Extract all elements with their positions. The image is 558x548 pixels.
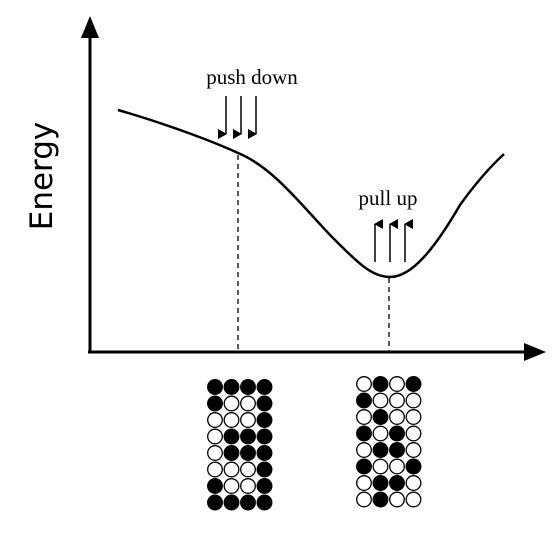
filled-dot: [207, 494, 223, 511]
filled-dot: [256, 461, 273, 478]
empty-dot: [389, 392, 405, 409]
filled-dot: [207, 478, 223, 494]
filled-dot: [405, 458, 422, 475]
empty-dot: [207, 445, 223, 461]
filled-dot: [256, 494, 273, 511]
empty-dot: [240, 395, 256, 412]
empty-dot: [405, 491, 422, 508]
empty-dot: [207, 461, 223, 478]
filled-dot: [372, 491, 389, 508]
filled-dot: [256, 428, 273, 445]
energy-curve: [117, 108, 505, 279]
filled-dot: [372, 376, 389, 392]
empty-dot: [389, 491, 405, 508]
empty-dot: [223, 395, 240, 412]
empty-dot: [240, 412, 256, 428]
y-axis-label: Energy: [24, 122, 60, 231]
filled-dot: [256, 379, 273, 395]
filled-dot: [372, 442, 389, 458]
filled-dot: [240, 494, 256, 511]
filled-dot: [207, 395, 223, 412]
filled-dot: [240, 379, 256, 395]
filled-dot: [389, 425, 405, 442]
empty-dot: [207, 428, 223, 445]
empty-dot: [240, 461, 256, 478]
filled-dot: [256, 412, 273, 428]
empty-dot: [405, 442, 422, 458]
pull-up-label: pull up: [359, 186, 418, 210]
empty-dot: [405, 475, 422, 491]
empty-dot: [207, 412, 223, 428]
filled-dot: [256, 445, 273, 461]
empty-dot: [389, 376, 405, 392]
filled-dot: [223, 494, 240, 511]
filled-dot: [256, 395, 273, 412]
empty-dot: [356, 409, 372, 425]
y-axis-arrowhead: [81, 16, 99, 38]
empty-dot: [405, 392, 422, 409]
filled-dot: [223, 428, 240, 445]
empty-dot: [240, 478, 256, 494]
empty-dot: [356, 491, 372, 508]
empty-dot: [389, 409, 405, 425]
push-down-label: push down: [206, 65, 298, 89]
pull-up-arrows: [374, 219, 413, 262]
filled-dot: [405, 376, 422, 392]
filled-dot: [372, 409, 389, 425]
filled-dot: [223, 445, 240, 461]
pattern-grid-right: [356, 376, 422, 508]
empty-dot: [356, 442, 372, 458]
empty-dot: [356, 376, 372, 392]
filled-dot: [356, 425, 372, 442]
empty-dot: [223, 461, 240, 478]
empty-dot: [372, 392, 389, 409]
filled-dot: [372, 475, 389, 491]
empty-dot: [389, 458, 405, 475]
empty-dot: [356, 475, 372, 491]
filled-dot: [389, 442, 405, 458]
filled-dot: [207, 379, 223, 395]
x-axis-arrowhead: [524, 343, 546, 361]
empty-dot: [405, 409, 422, 425]
pattern-grid-left: [207, 379, 273, 511]
filled-dot: [356, 392, 372, 409]
filled-dot: [240, 428, 256, 445]
empty-dot: [405, 425, 422, 442]
filled-dot: [223, 379, 240, 395]
filled-dot: [240, 445, 256, 461]
axes: [81, 16, 546, 361]
filled-dot: [389, 475, 405, 491]
empty-dot: [372, 458, 389, 475]
push-down-arrows: [218, 96, 257, 139]
filled-dot: [356, 458, 372, 475]
empty-dot: [223, 478, 240, 494]
filled-dot: [256, 478, 273, 494]
empty-dot: [372, 425, 389, 442]
empty-dot: [223, 412, 240, 428]
